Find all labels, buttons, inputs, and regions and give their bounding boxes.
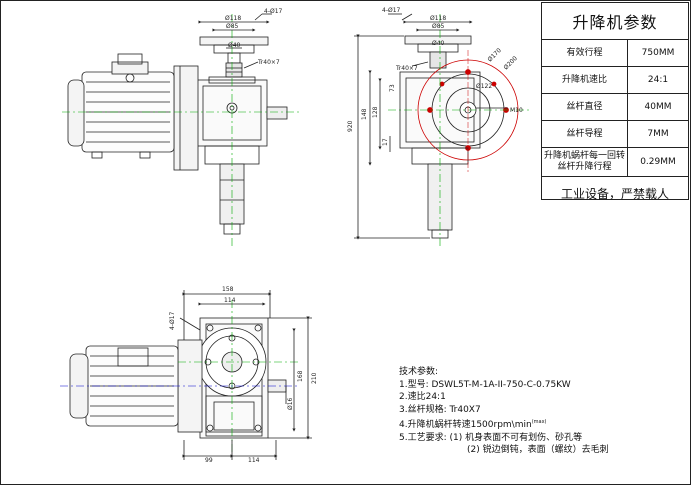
plan-dim-labels: 158 114 4-Ø17 168 210 Ø16 99 114 (169, 286, 318, 464)
side-dim-73: 73 (389, 84, 396, 92)
side-dim-m10: M10 (510, 107, 523, 114)
side-dim-thread: Tr40×7 (395, 65, 418, 72)
side-dim-d170: Ø170 (486, 47, 503, 64)
parameter-value: 40MM (644, 102, 672, 112)
side-dim-d85: Ø85 (432, 23, 445, 30)
tech-line-model: 1.型号: DSWL5T-M-1A-II-750-C-0.75KW (399, 379, 571, 390)
tech-line-screw: 3.丝杆规格: Tr40X7 (399, 404, 481, 415)
front-motor-flange (173, 65, 199, 171)
parameter-name: 丝杆导程 (542, 121, 628, 147)
parameter-name: 丝杆直径 (542, 94, 628, 120)
parameter-value: 0.29MM (640, 157, 676, 167)
safety-warning: 工业设备，严禁载人 (560, 187, 669, 201)
tech-line-speed-text: 4.升降机蜗杆转速1500rpm\min (399, 420, 532, 430)
front-dim-d40: Ø40 (228, 42, 241, 49)
front-dim-labels: Ø118 Ø85 Ø40 4-Ø17 Tr40×7 (225, 8, 283, 66)
parameter-row: 升降机速比 24:1 (542, 67, 688, 94)
plan-dim-158: 158 (222, 286, 234, 293)
parameter-value: 24:1 (647, 75, 669, 85)
front-dim-thread: Tr40×7 (257, 59, 280, 66)
plan-dim-114b: 114 (248, 457, 260, 464)
tech-line-speed: 4.升降机蜗杆转速1500rpm\min(max) (399, 416, 684, 432)
front-view (62, 13, 300, 246)
parameter-row: 丝杆导程 7MM (542, 121, 688, 148)
plan-dim-168: 168 (297, 370, 304, 382)
parameter-value: 750MM (641, 48, 675, 58)
parameter-table: 升降机参数 有效行程 750MM 升降机速比 24:1 丝杆直径 40MM 丝杆… (541, 2, 689, 201)
plan-dim-d16: Ø16 (287, 397, 294, 410)
front-screw-upper (225, 62, 243, 78)
tech-line-speed-sup: (max) (531, 419, 547, 425)
side-dim-d200: Ø200 (502, 55, 519, 72)
front-motor-endcap (67, 79, 85, 147)
parameter-table-title: 升降机参数 (542, 3, 688, 40)
front-dim-d118: Ø118 (225, 15, 241, 22)
parameter-value: 7MM (647, 129, 669, 139)
tech-line-ratio: 2.速比24:1 (399, 392, 446, 402)
parameter-row: 升降机蜗杆每一回转丝杆升降行程 0.29MM (542, 148, 688, 177)
side-dim-148: 148 (361, 108, 368, 120)
side-dim-17: 17 (382, 138, 389, 146)
side-dim-holes: 4-Ø17 (382, 7, 401, 14)
plan-view (60, 290, 312, 460)
plan-dim-99: 99 (205, 457, 213, 464)
front-dim-holes: 4-Ø17 (264, 8, 283, 15)
side-dim-d122: Ø122 (476, 83, 492, 90)
technical-notes: 技术参数: 1.型号: DSWL5T-M-1A-II-750-C-0.75KW … (399, 366, 684, 457)
plan-dim-holes: 4-Ø17 (169, 311, 176, 330)
parameter-name: 升降机速比 (542, 67, 628, 93)
parameter-name: 升降机蜗杆每一回转丝杆升降行程 (542, 148, 628, 176)
parameter-name: 有效行程 (542, 40, 628, 66)
side-dim-128: 128 (372, 106, 379, 118)
side-view (354, 13, 530, 246)
side-dim-920: 920 (347, 120, 354, 132)
parameter-row: 丝杆直径 40MM (542, 94, 688, 121)
side-dim-d118: Ø118 (430, 15, 446, 22)
plan-dim-210: 210 (311, 372, 318, 384)
front-shaft-right (266, 106, 288, 120)
parameter-row: 有效行程 750MM (542, 40, 688, 67)
side-dim-d40: Ø40 (432, 40, 445, 47)
tech-line-process-1: 5.工艺要求: (1) 机身表面不可有划伤、砂孔等 (399, 432, 583, 443)
tech-heading: 技术参数: (399, 367, 439, 377)
front-dim-d85: Ø85 (226, 23, 239, 30)
plan-dim-114: 114 (224, 297, 236, 304)
tech-line-process-2: (2) 锐边倒钝，表面（螺纹）去毛刺 (467, 445, 609, 455)
